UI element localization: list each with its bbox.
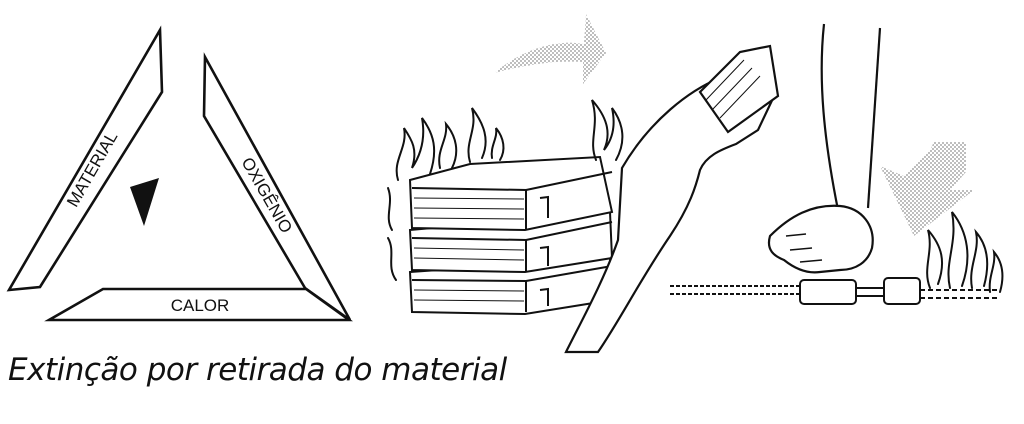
hose-icon — [670, 277, 1000, 305]
flame-icon — [387, 99, 624, 281]
fist-icon — [767, 204, 874, 274]
fire-triangle — [6, 25, 354, 322]
diagram-caption: Extinção por retirada do material — [8, 352, 507, 388]
arrow-down-icon — [880, 142, 974, 236]
hand-icon — [564, 44, 780, 354]
arrow-right-icon — [494, 14, 606, 84]
books-scene — [387, 14, 780, 354]
triangle-side-oxigenio — [202, 52, 352, 322]
book-icon — [408, 155, 614, 316]
flame-icon — [926, 211, 1004, 293]
triangle-side-calor — [44, 287, 354, 322]
hose-scene — [670, 23, 1004, 305]
label-calor: CALOR — [171, 296, 230, 315]
center-arrow-icon — [130, 178, 159, 226]
triangle-side-material — [6, 25, 164, 292]
